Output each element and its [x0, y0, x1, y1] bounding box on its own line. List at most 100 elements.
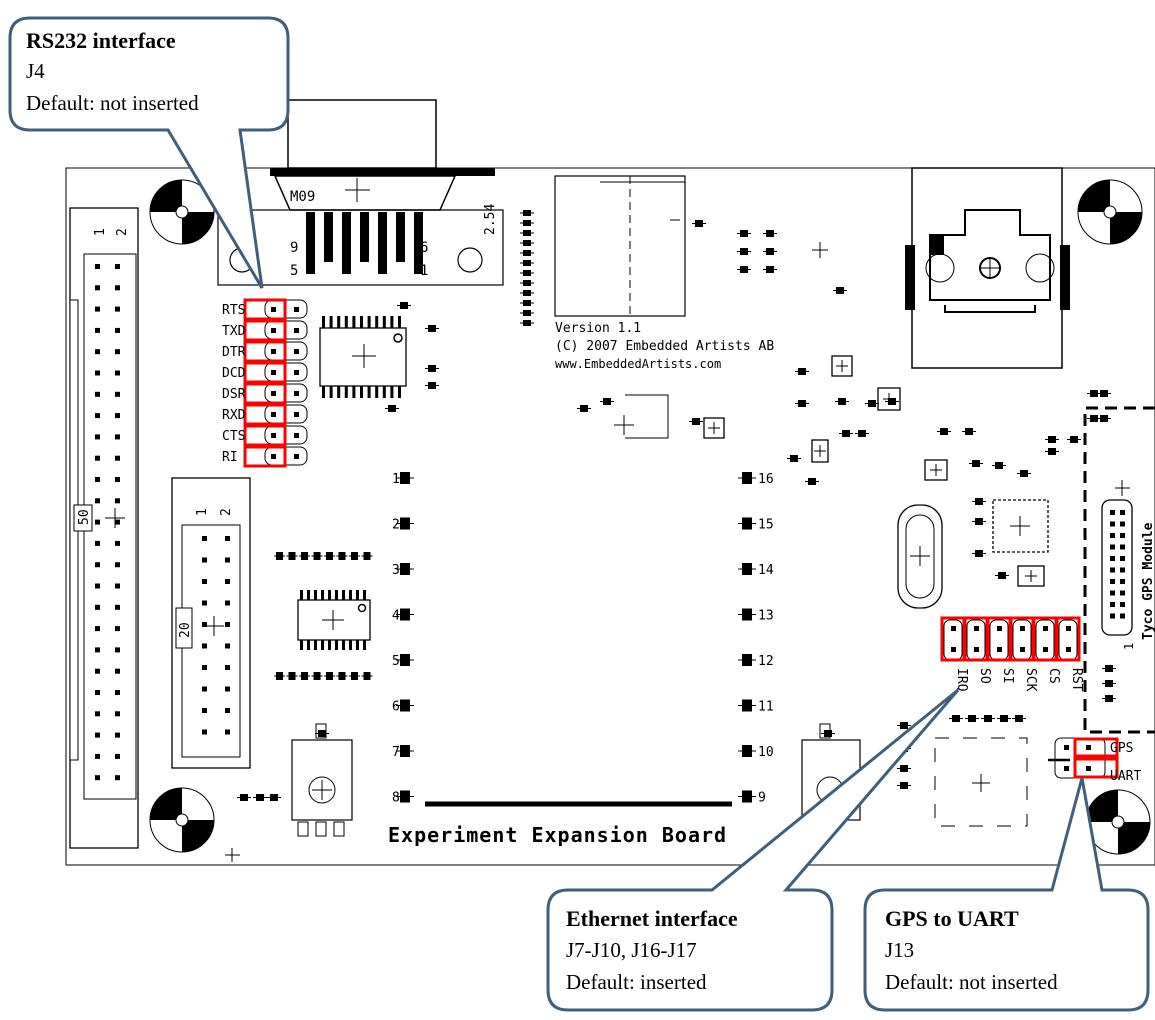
- header-20-pin1: 1: [195, 508, 210, 516]
- rs232-signal-label: DCD: [222, 366, 246, 381]
- pin: [1066, 647, 1071, 652]
- pin: [95, 455, 100, 461]
- db9-label: M09: [290, 189, 315, 205]
- mount-hole-bottom-right: [1085, 789, 1151, 855]
- rs232-jumper-txd[interactable]: [243, 319, 287, 342]
- eth-signal-label: SCK: [1023, 668, 1038, 692]
- ic-pin: [328, 590, 331, 600]
- db9-shell: [287, 99, 437, 169]
- callout-ethernet: Ethernet interface J7-J10, J16-J17 Defau…: [546, 688, 960, 1012]
- callout-rs232-line1: J4: [26, 59, 45, 83]
- pin: [95, 434, 100, 440]
- pin: [1064, 766, 1069, 771]
- pin: [202, 622, 207, 627]
- ic-pin: [360, 386, 363, 398]
- ic-pin: [367, 386, 371, 398]
- rs232-jumper-dsr[interactable]: [243, 382, 287, 405]
- pin: [95, 477, 100, 482]
- pin: [1086, 766, 1091, 771]
- ic-pin: [335, 640, 338, 650]
- pin: [1110, 579, 1115, 584]
- ic-pin: [352, 386, 356, 398]
- pin: [997, 647, 1002, 652]
- pin: [115, 264, 120, 269]
- pin: [1120, 533, 1125, 538]
- pin: [95, 413, 100, 419]
- pin: [1110, 510, 1115, 515]
- pad-number: 3: [392, 563, 400, 578]
- pin: [1020, 647, 1025, 652]
- pad-number: 2: [392, 518, 400, 533]
- pin: [225, 536, 230, 541]
- tantalum-cap: [877, 387, 901, 411]
- pin: [294, 412, 299, 417]
- pin: [1120, 602, 1125, 607]
- mount-hole-top-right: [1077, 179, 1143, 245]
- header-20-pins: [202, 536, 230, 735]
- pin: [1110, 590, 1115, 596]
- ic-pin: [314, 590, 317, 600]
- ic-pin: [321, 590, 324, 600]
- db9-flange: [270, 168, 495, 176]
- ic-pin: [321, 640, 324, 650]
- ic-pin: [337, 386, 341, 398]
- rs232-jumper-rxd[interactable]: [243, 403, 287, 426]
- pin: [1120, 567, 1125, 573]
- eth-jumper-rst[interactable]: [1055, 616, 1081, 662]
- ic-pin: [329, 386, 333, 398]
- pin: [1120, 544, 1125, 550]
- pin: [225, 708, 230, 713]
- ic-pin: [344, 386, 348, 398]
- rs232-jumper-dcd[interactable]: [243, 361, 287, 384]
- ic-pin: [360, 316, 363, 328]
- ic-pin: [342, 640, 345, 650]
- pin: [997, 626, 1002, 631]
- pad-number: 5: [392, 654, 400, 669]
- resistor-array-bottom: [274, 672, 373, 680]
- pin: [202, 686, 207, 692]
- header-50-pins: [95, 264, 120, 781]
- pin: [95, 690, 100, 695]
- ic-pin: [314, 640, 317, 650]
- pin: [202, 643, 207, 649]
- pin: [225, 600, 230, 606]
- ic-pin: [307, 590, 310, 600]
- ic-pin: [349, 640, 352, 650]
- pin: [225, 665, 230, 670]
- pin: [95, 604, 100, 610]
- rs232-jumper-ri[interactable]: [243, 445, 287, 468]
- pin: [115, 626, 120, 632]
- gps-pin1-label: 1: [1122, 643, 1136, 650]
- pin: [1110, 556, 1115, 561]
- pin: [1120, 590, 1125, 596]
- rs232-jumper-cts[interactable]: [243, 424, 287, 447]
- tantalum-cap: [831, 355, 853, 377]
- uart-jumper-gps[interactable]: [1073, 737, 1119, 758]
- gps-header: [1101, 480, 1133, 636]
- rs232-jumper-dtr[interactable]: [243, 340, 287, 363]
- sd-socket: [554, 175, 686, 317]
- pin: [1110, 602, 1115, 607]
- rs232-jumper-rts[interactable]: [243, 298, 287, 321]
- rs232-signal-label: RI: [222, 450, 238, 465]
- pin: [95, 285, 100, 291]
- pad-number: 15: [758, 518, 774, 533]
- db9-hole-right: [457, 247, 483, 273]
- capacitor-column: [520, 210, 534, 326]
- pin: [294, 307, 299, 312]
- pin: [115, 434, 120, 440]
- pin: [202, 536, 207, 541]
- rs232-signal-label: RXD: [222, 408, 246, 423]
- crystal-small: [614, 394, 669, 439]
- ic-pin: [398, 316, 401, 328]
- uart-jumper-uart[interactable]: [1073, 757, 1119, 779]
- pin: [95, 626, 100, 632]
- gps-backup-area: [934, 737, 1028, 827]
- ic-pin: [382, 316, 386, 328]
- pin: [271, 391, 276, 396]
